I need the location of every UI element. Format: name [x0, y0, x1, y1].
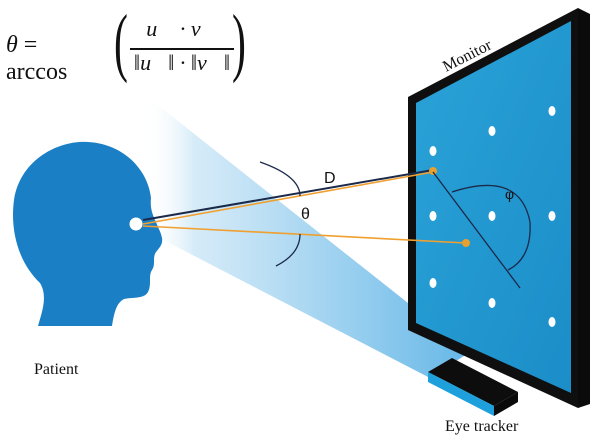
eye-tracker-front [428, 372, 494, 416]
monitor-back-edge [578, 8, 590, 408]
theta-arc-lower [275, 233, 301, 267]
monitor [408, 8, 590, 408]
gaze-point-1 [429, 167, 437, 175]
patient-label: Patient [34, 361, 79, 378]
phi-label: φ [505, 186, 514, 202]
target-dot [488, 298, 496, 308]
theta-label: θ [301, 206, 310, 223]
distance-line-dark [142, 169, 434, 221]
formula-left-paren: ( [114, 0, 128, 84]
formula-arccos: = arccos [6, 32, 68, 85]
eye-tracker-side [494, 392, 518, 416]
target-dot [488, 211, 496, 221]
target-dot [548, 211, 556, 221]
target-dot [548, 317, 556, 327]
target-dot [488, 126, 496, 136]
target-dot [548, 106, 556, 116]
target-dot [429, 211, 437, 221]
formula-numerator: u⃗ · v⃗ [146, 16, 218, 41]
gaze-point-2 [462, 239, 470, 247]
target-dot [429, 146, 437, 156]
monitor-screen [416, 21, 571, 393]
eye-tracker-top [428, 358, 518, 406]
theta-arc-upper [259, 161, 301, 197]
formula-fraction-bar [130, 48, 234, 50]
tracking-beam [145, 95, 470, 378]
patient-head [13, 141, 163, 326]
eye-tracker [428, 358, 518, 416]
formula-lhs: θ = arccos [6, 32, 67, 86]
phi-line [432, 171, 521, 289]
gaze-line [142, 225, 467, 244]
target-dot [429, 278, 437, 288]
patient-eye [129, 217, 143, 231]
formula-right-paren: ) [232, 0, 246, 84]
eye-tracker-label: Eye tracker [445, 418, 519, 435]
phi-arc [451, 184, 531, 271]
distance-line-light [142, 171, 434, 225]
formula-theta: θ [6, 32, 18, 58]
distance-label: D [324, 170, 336, 187]
formula-denominator: ‖u⃗‖ · ‖v⃗‖ [133, 50, 231, 75]
